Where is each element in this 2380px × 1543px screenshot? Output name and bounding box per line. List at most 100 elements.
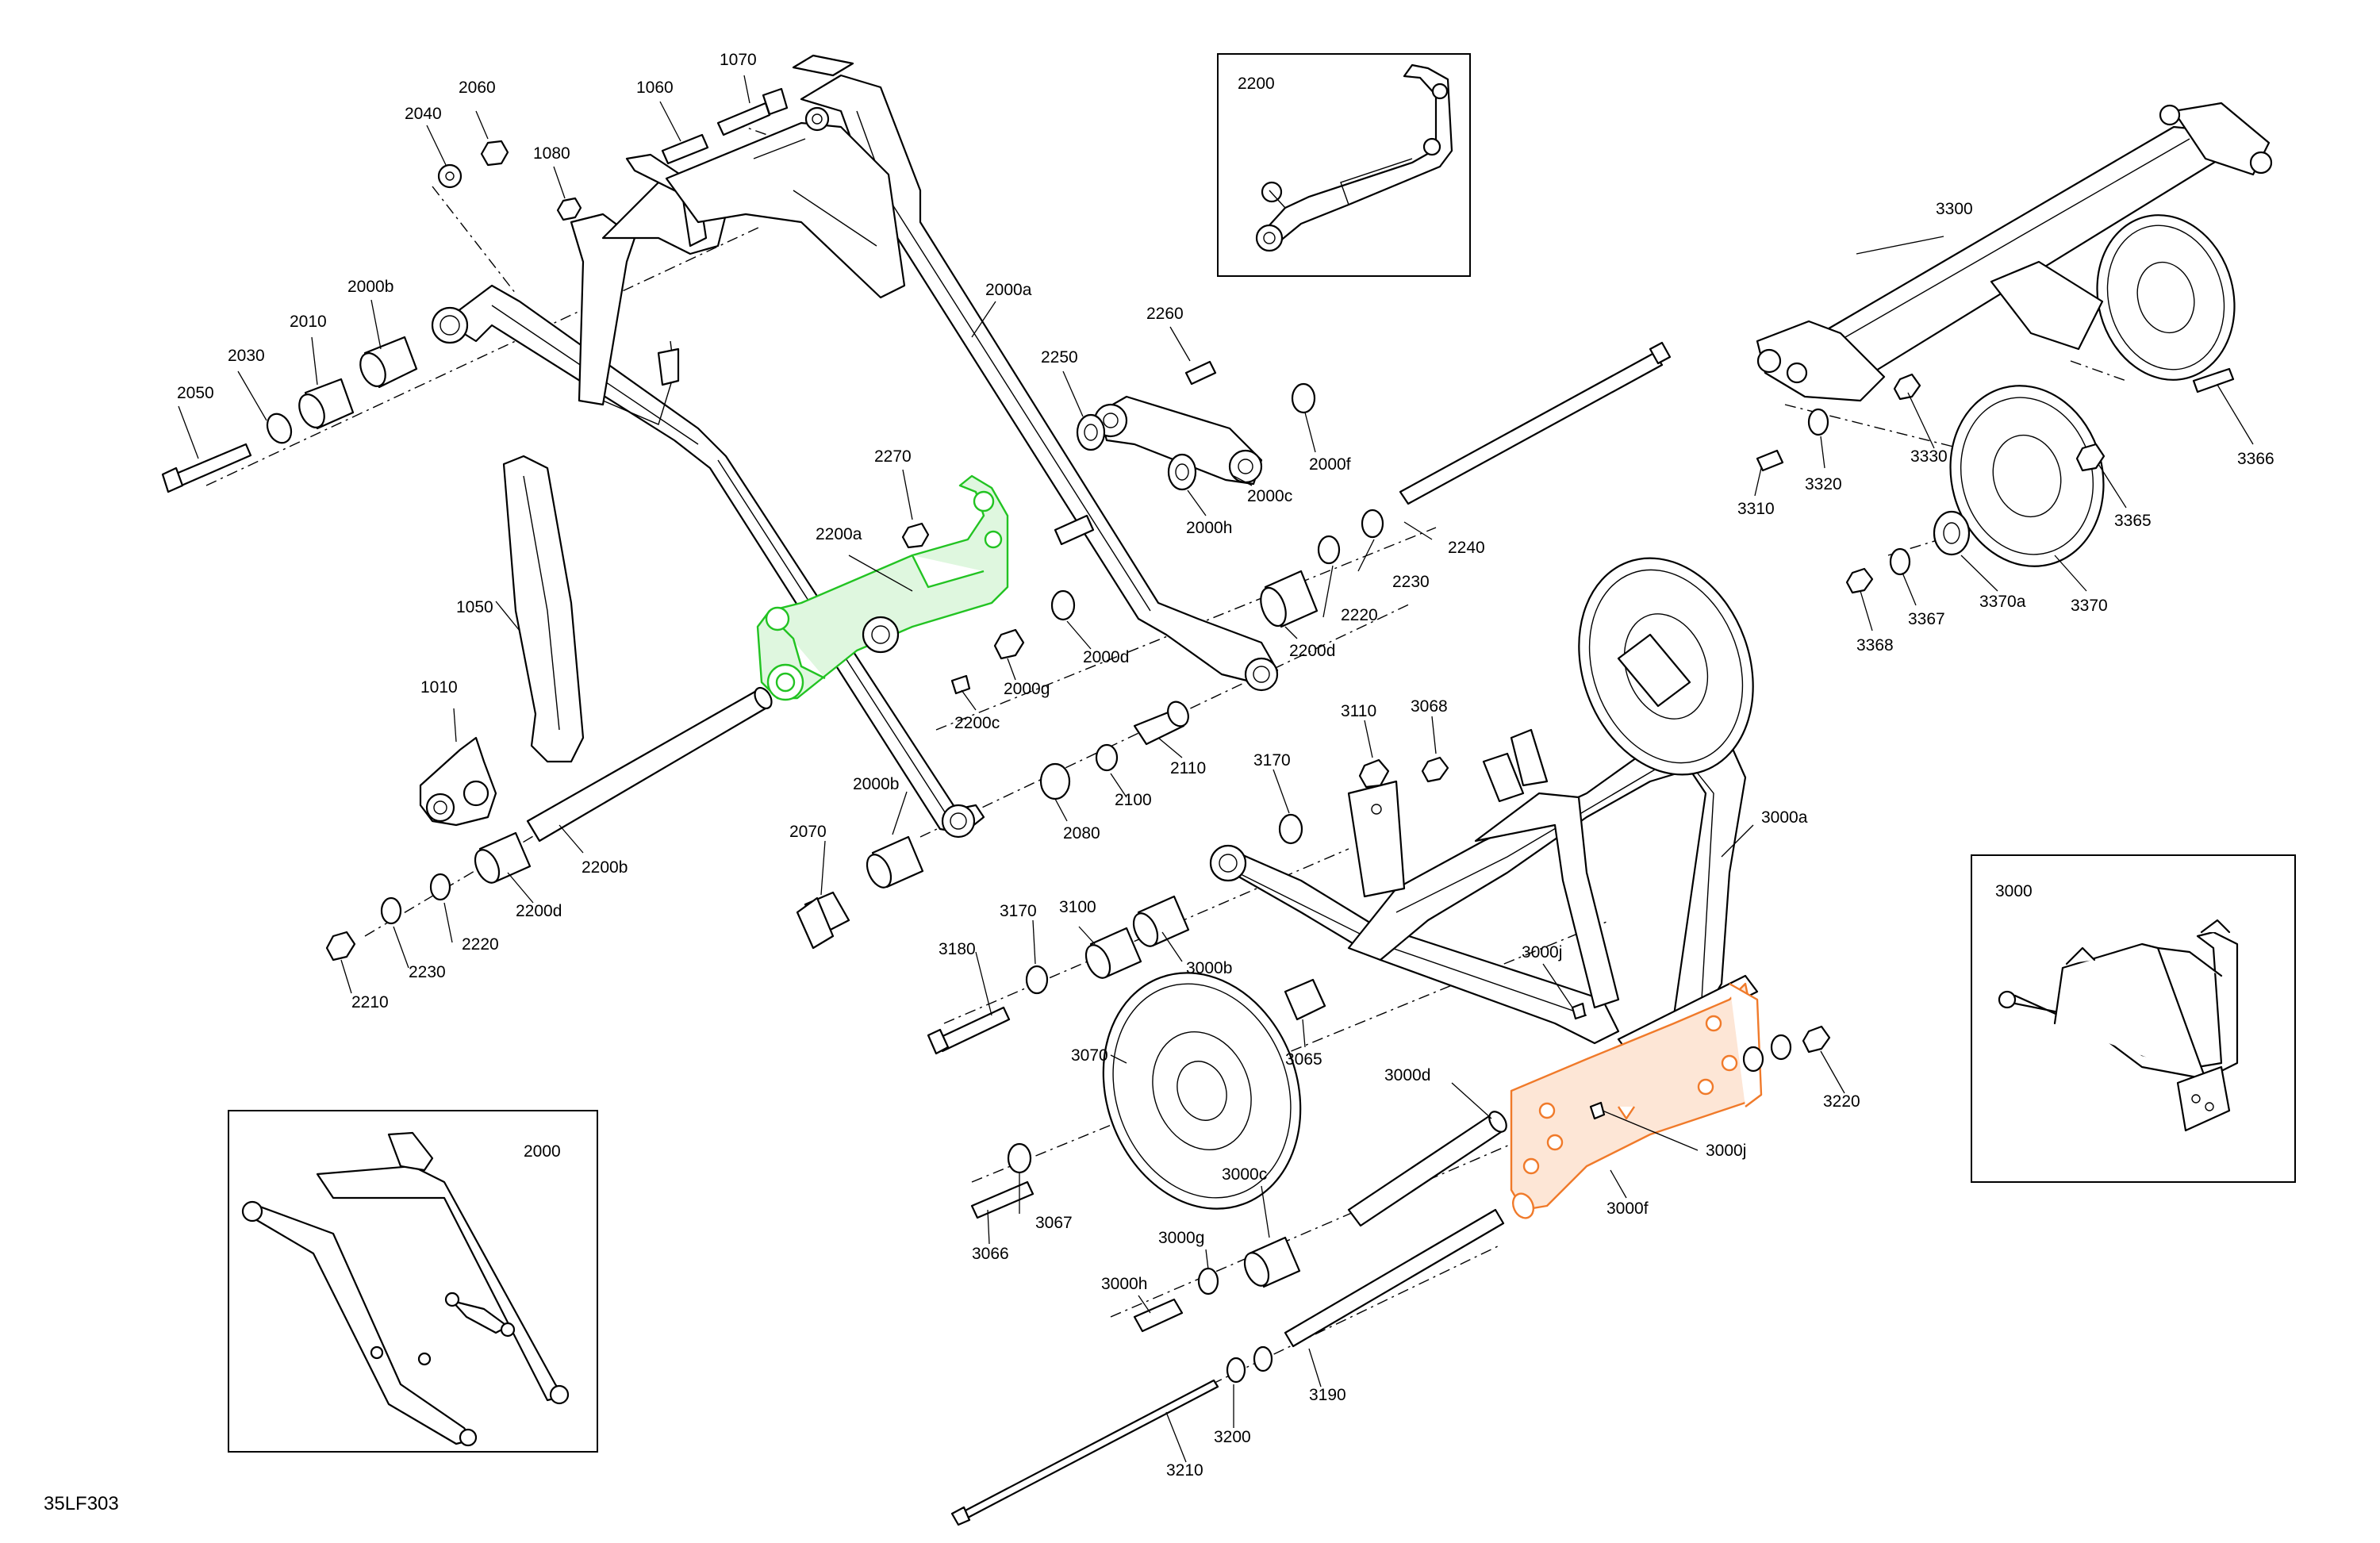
callout-2260: 2260 [1146,305,1184,323]
callout-2270: 2270 [874,447,912,466]
callout-3000j-upper: 3000j [1522,943,1562,961]
shaft-2240[interactable] [1399,341,1672,505]
rod-3210[interactable] [950,1379,1219,1526]
callout-labels: 2060 2040 1080 1060 1070 2000b 2010 2030… [177,51,2274,1480]
callout-2050: 2050 [177,384,214,402]
bracket-3000f-highlighted[interactable] [1509,982,1763,1222]
callout-1080: 1080 [533,144,570,163]
callout-2000b-top: 2000b [347,278,393,296]
callout-3320: 3320 [1805,475,1842,493]
washer-2230-left [380,896,402,925]
callout-2210: 2210 [351,993,389,1011]
callout-2070: 2070 [789,823,827,841]
nut-3068 [1421,756,1449,783]
callout-2080: 2080 [1063,824,1100,843]
callout-2200a: 2200a [816,525,862,543]
callout-2000g: 2000g [1004,680,1050,698]
fitting-2200c [950,674,971,695]
callout-3210: 3210 [1166,1461,1203,1480]
axle-3300[interactable] [1756,102,2273,402]
callout-3065: 3065 [1285,1050,1322,1069]
callout-3300: 3300 [1936,200,1973,218]
nut-3368 [1845,567,1874,594]
inset-3000-label: 3000 [1995,882,2033,900]
nut-3220 [1802,1025,1831,1054]
hardware[interactable] [161,87,2235,1384]
callout-3368: 3368 [1856,636,1894,654]
bolt-3000h [1133,1298,1184,1333]
callout-2220-left: 2220 [462,935,499,954]
washer-3067 [1007,1142,1032,1174]
callout-3000a: 3000a [1761,808,1808,827]
callout-2000b-mid: 2000b [853,775,899,793]
bearing-3370a [1933,510,1971,556]
shaft-3000d[interactable] [1347,1108,1510,1227]
shaft-3190[interactable] [1284,1208,1505,1348]
callout-3367: 3367 [1908,610,1945,628]
callout-1070: 1070 [720,51,757,69]
washer-3220a [1742,1046,1764,1073]
callout-3366: 3366 [2237,450,2274,468]
washer-2000d [1050,589,1076,621]
callout-3000b: 3000b [1186,959,1232,977]
callout-2240: 2240 [1448,539,1485,557]
callout-3170-lower: 3170 [1000,902,1037,920]
idler-wheel-upper[interactable] [1549,534,1782,800]
callout-2100: 2100 [1115,791,1152,809]
callout-1010: 1010 [420,678,458,697]
fitting-3000j-upper [1571,1002,1587,1020]
leader-lines [178,75,2254,1463]
callout-2250: 2250 [1041,348,1078,367]
pin-1060 [661,133,709,165]
shaft-2200b[interactable] [526,685,775,843]
callout-2000c: 2000c [1247,487,1292,505]
inset-2200-bracket-sketch [1255,63,1453,252]
callout-3066: 3066 [972,1245,1009,1263]
nut-3330 [1893,373,1921,401]
idler-wheel-upper-right[interactable] [2079,200,2253,396]
callout-2060: 2060 [459,79,496,97]
nut-2000g [993,628,1025,660]
inset-2200[interactable]: 2200 [1217,53,1471,277]
washer-2220-right [1317,535,1341,565]
bracket-1010[interactable] [419,736,497,827]
callout-3365: 3365 [2114,512,2152,530]
callout-2110: 2110 [1170,759,1206,777]
callout-3220: 3220 [1823,1092,1860,1111]
callout-3110: 3110 [1341,702,1376,720]
idler-wheel-3070[interactable] [1071,945,1333,1237]
callout-3330: 3330 [1910,447,1948,466]
washer-3367 [1889,547,1911,576]
fitting-3000j-lower [1589,1101,1606,1120]
callout-3370a: 3370a [1979,593,2026,611]
inset-2200-label: 2200 [1238,75,1275,93]
callout-2000d: 2000d [1083,648,1129,666]
inset-3000[interactable]: 3000 [1971,854,2296,1183]
washer-3170-upper [1278,813,1303,845]
shock-link-1050[interactable] [502,455,585,763]
callout-3000f: 3000f [1606,1199,1649,1218]
callout-3170-upper: 3170 [1253,751,1291,770]
bolt-3310 [1756,449,1784,472]
callout-2200d-right: 2200d [1289,642,1335,660]
callout-2000a: 2000a [985,281,1032,299]
rear-arm-2000a[interactable] [431,54,1279,839]
drawing-code: 35LF303 [44,1493,119,1514]
washer-2040 [437,163,463,189]
bolt-3066 [970,1180,1035,1219]
bracket-2200a-highlighted[interactable] [756,474,1009,701]
callout-2230-left: 2230 [409,963,446,981]
callout-3000h: 3000h [1101,1275,1147,1293]
bushing-3065 [1284,978,1326,1021]
callout-3000g: 3000g [1158,1229,1204,1247]
bolt-3366 [2192,367,2235,393]
nut-2270 [901,522,930,549]
nut-2210 [325,931,356,961]
inset-2000-swingarm-sketch [241,1131,570,1447]
nut-3110 [1358,758,1390,789]
callout-2200d-left: 2200d [516,902,562,920]
washer-2220-left [429,873,451,901]
inset-2000[interactable]: 2000 [228,1110,598,1453]
bearing-2000h [1167,453,1197,491]
callout-3370: 3370 [2071,597,2108,615]
